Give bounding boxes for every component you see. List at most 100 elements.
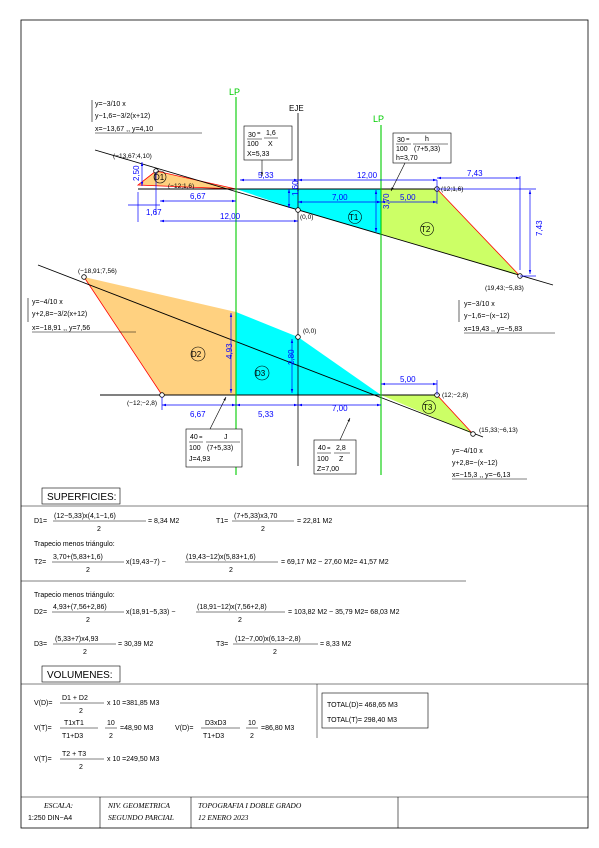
- footer-date: 12 ENERO 2023: [198, 813, 249, 822]
- note-frame: [392, 132, 452, 164]
- dim-label: 5,33: [258, 171, 274, 180]
- region-labels: D1 T1 T2 D2 D3 T3: [153, 170, 436, 414]
- note-box-h: 30 = h 100 (7+5,33) h=3,70: [390, 132, 452, 192]
- formula-den: 2: [79, 708, 83, 715]
- formula-den: 2: [79, 764, 83, 771]
- equation-line: x=−13,67 ,, y=4,10: [95, 126, 153, 133]
- note-box-z: 40 = 2,8 100 Z Z=7,00: [313, 417, 357, 475]
- equation-line: x=−15,3 ,, y=−6,13: [452, 472, 510, 479]
- equation-line: y=−3/10 x: [95, 101, 126, 108]
- point-label: (−13,67;4,10): [113, 153, 152, 160]
- footer-scale-value: 1:250 DIN−A4: [28, 815, 72, 822]
- note-text: 100: [247, 141, 259, 148]
- sheet-frame: [20, 19, 589, 829]
- volumenes-title: VOLUMENES:: [47, 670, 113, 681]
- equation-line: y+2,8=−(x−12): [452, 460, 498, 467]
- point-label: (−12;1,6): [168, 183, 194, 190]
- point-marker: [470, 431, 476, 437]
- region-circle: [153, 170, 167, 184]
- formula-result: =86,80 M3: [261, 725, 294, 732]
- point-marker: [81, 274, 87, 280]
- note-text: (7+5,33): [414, 146, 440, 153]
- formula-num: T1xT1: [64, 720, 84, 727]
- formula-mid: x(19,43−7) −: [126, 559, 166, 566]
- region-circle: [348, 210, 362, 224]
- formula-lhs: V(T)=: [34, 725, 52, 732]
- region-circle: [420, 222, 434, 236]
- note-box-x: 30 = 1,6 100 X X=5,33: [243, 125, 293, 176]
- formula-num: (12−7,00)x(6,13−2,8): [235, 636, 301, 643]
- formula-den: 2: [109, 733, 113, 740]
- footer-subject: NIV. GEOMETRICA: [107, 801, 170, 810]
- formula-vt1: V(T)= T1xT1 T1+D3 10 2 =48,90 M3: [34, 720, 153, 740]
- formula-mid: x(18,91−5,33) −: [126, 609, 175, 616]
- volumenes-section: VOLUMENES: V(D)= D1 + D2 2 x 10 =381,85 …: [21, 665, 588, 771]
- equation-line: y=−3/10 x: [464, 301, 495, 308]
- formula-den: 2: [86, 567, 90, 574]
- formula-num: (19,43−12)x(5,83+1,6): [186, 554, 256, 561]
- note-text: X=5,33: [247, 151, 269, 158]
- formula-lhs: V(T)=: [34, 756, 52, 763]
- dim-label: 1,60: [291, 180, 300, 196]
- formula-result: = 8,34 M2: [148, 518, 179, 525]
- dim-label: 12,00: [220, 212, 241, 221]
- note-text: (7+5,33): [207, 445, 233, 452]
- note-eq: =: [406, 137, 410, 143]
- dim-label: 5,00: [400, 375, 416, 384]
- point-label: (19,43;−5,83): [485, 285, 524, 292]
- eje-label: EJE: [289, 104, 304, 113]
- formula-result: = 8,33 M2: [320, 641, 351, 648]
- formula-result: = 103,82 M2 − 35,79 M2= 68,03 M2: [288, 609, 400, 616]
- formula-den: T1+D3: [62, 733, 83, 740]
- dim-label: 12,00: [357, 171, 378, 180]
- equation-line: y=−4/10 x: [32, 299, 63, 306]
- formula-result: x 10 =249,50 M3: [107, 756, 159, 763]
- terrain-line-1: [94, 149, 554, 286]
- totals-box: [321, 692, 429, 729]
- note-text: 30: [397, 137, 405, 144]
- title-block: ESCALA: 1:250 DIN−A4 NIV. GEOMETRICA SEG…: [21, 796, 588, 828]
- region-t2: [381, 189, 520, 276]
- formula-lhs: V(D)=: [34, 700, 52, 707]
- note-frame: [185, 428, 243, 468]
- note-frame: [313, 439, 357, 475]
- formula-num: (7+5,33)x3,70: [234, 513, 277, 520]
- trapecio-note-2: Trapecio menos triángulo:: [34, 592, 115, 599]
- formula-result: = 69,17 M2 − 27,60 M2= 41,57 M2: [281, 559, 389, 566]
- dim-label: 4,93: [225, 343, 234, 359]
- note-text: Z: [339, 456, 344, 463]
- dim-label: 6,67: [190, 410, 206, 419]
- section-1: [94, 149, 554, 286]
- formula-t3: T3= (12−7,00)x(6,13−2,8) 2 = 8,33 M2: [216, 636, 351, 656]
- equation-line: y=−4/10 x: [452, 448, 483, 455]
- total-d: TOTAL(D)= 468,65 M3: [327, 702, 398, 709]
- dim-label: 6,67: [190, 192, 206, 201]
- equation-line: y+2,8=−3/2(x+12): [32, 311, 87, 318]
- superficies-title-box: [41, 487, 121, 505]
- equations-sec2-right: y=−4/10 x y+2,8=−(x−12) x=−15,3 ,, y=−6,…: [452, 448, 527, 480]
- point-marker: [159, 392, 165, 398]
- formula-num: (5,33+7)x4,93: [55, 636, 98, 643]
- formula-den: 2: [229, 567, 233, 574]
- dim-label: 7,43: [467, 169, 483, 178]
- point-label: (12;1,6): [441, 186, 463, 193]
- superficies-title: SUPERFICIES:: [47, 492, 116, 503]
- point-label: (−18,91;7,56): [78, 268, 117, 275]
- formula-result: =48,90 M3: [120, 725, 153, 732]
- total-t: TOTAL(T)= 298,40 M3: [327, 717, 397, 724]
- formula-lhs: T1=: [216, 518, 228, 525]
- formula-num: D3xD3: [205, 720, 227, 727]
- point-label-origin-1: (0,0): [300, 214, 313, 221]
- formula-den: 2: [261, 526, 265, 533]
- dim-label: 1,67: [146, 208, 162, 217]
- region-circle: [422, 400, 436, 414]
- region-d2: [84, 277, 236, 395]
- region-label-d3: D3: [255, 369, 266, 378]
- equations-sec1-left: y=−3/10 x y−1,6=−3/2(x+12) x=−13,67 ,, y…: [91, 100, 202, 134]
- note-text: 40: [190, 434, 198, 441]
- footer-course: TOPOGRAFIA I DOBLE GRADO: [198, 801, 302, 810]
- vertex-points: [81, 168, 523, 437]
- leader-arrow: [209, 396, 227, 430]
- dim-label: 7,00: [332, 193, 348, 202]
- formula-result: = 30,39 M2: [118, 641, 153, 648]
